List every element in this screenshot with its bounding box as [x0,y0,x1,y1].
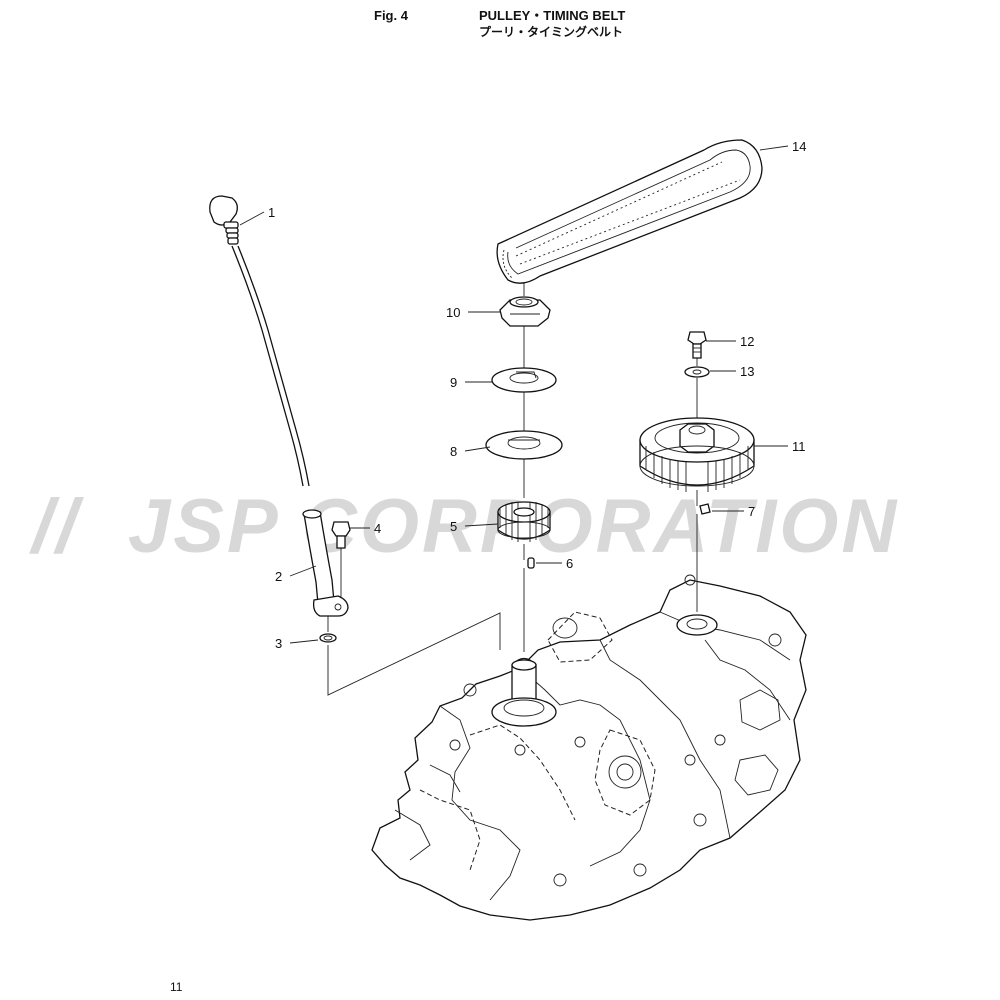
page-number: 11 [170,980,183,994]
callout-labels: 1 2 3 4 5 6 7 8 9 10 11 12 13 14 [268,139,806,651]
callout-11: 11 [792,439,806,454]
part-9-washer [491,367,557,393]
figure-title-english: PULLEY・TIMING BELT [479,8,626,23]
callout-6: 6 [566,556,573,571]
callout-4: 4 [374,521,381,536]
part-3-o-ring [319,633,337,643]
callout-3: 3 [275,636,282,651]
callout-9: 9 [450,375,457,390]
callout-10: 10 [446,305,460,320]
callout-7: 7 [748,504,755,519]
watermark-logo-mark: // [29,484,84,569]
callout-14: 14 [792,139,806,154]
part-2-guide-tube [302,509,349,617]
part-4-bolt [331,521,351,549]
part-8-guide-plate [485,430,563,460]
callout-1: 1 [268,205,275,220]
callout-leaders [239,145,789,644]
part-7-key [699,503,711,515]
callout-2: 2 [275,569,282,584]
engine-block [371,574,807,921]
part-11-driven-pulley [639,417,755,492]
callout-5: 5 [450,519,457,534]
part-10-nut [499,296,551,327]
part-1-dipstick [209,195,310,487]
part-12-bolt [687,331,707,359]
callout-12: 12 [740,334,754,349]
watermark: // JSP CORPORATION [29,484,896,569]
part-14-timing-belt [496,139,763,284]
assembly-guide-lines [327,282,698,696]
part-6-key [527,557,535,569]
callout-13: 13 [740,364,754,379]
part-5-drive-pulley [497,501,551,542]
figure-title-japanese: プーリ・タイミングベルト [479,25,624,39]
part-13-washer [684,366,710,378]
figure-label: Fig. 4 [374,8,408,23]
callout-8: 8 [450,444,457,459]
